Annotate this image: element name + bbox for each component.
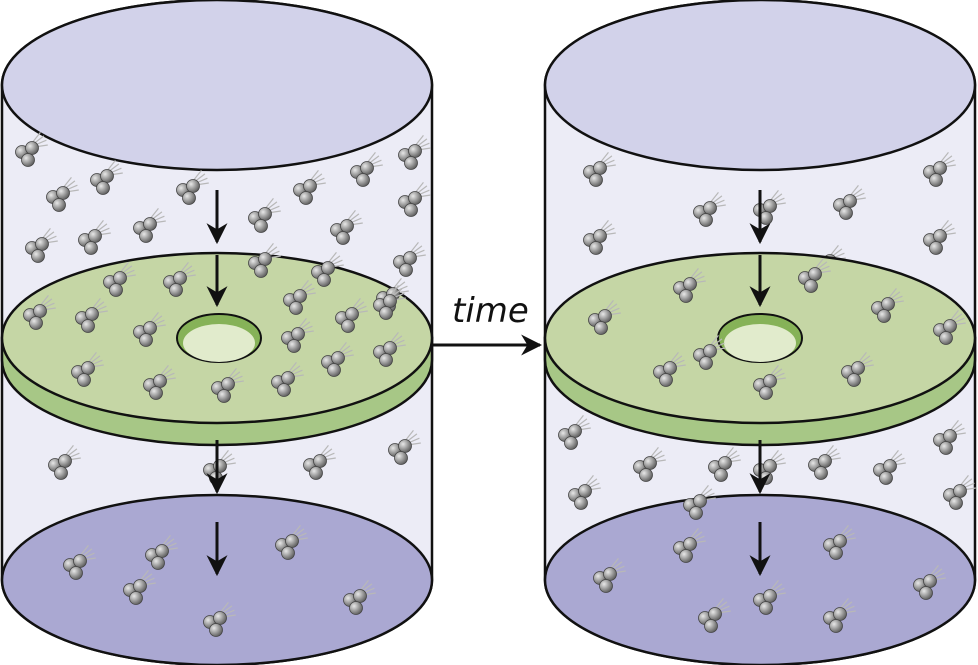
right-cylinder-bottom (543, 493, 977, 665)
molecule (693, 334, 726, 370)
left-cylinder-top (0, 0, 434, 172)
molecule (823, 524, 856, 560)
molecule (933, 419, 966, 455)
molecule (63, 544, 96, 580)
molecule (275, 524, 308, 560)
right-lower-molecules (558, 414, 976, 520)
molecule (588, 299, 621, 335)
molecule (913, 564, 946, 600)
molecule (593, 557, 626, 593)
molecule (823, 597, 856, 633)
molecule (343, 579, 376, 615)
time-label: time (452, 291, 529, 331)
molecule (133, 311, 166, 347)
molecule (248, 197, 281, 233)
molecule (123, 569, 156, 605)
molecule (271, 361, 304, 397)
left-bottom-molecules (63, 524, 376, 637)
molecule (558, 414, 591, 450)
molecule (90, 159, 123, 195)
time-transition: time (432, 291, 543, 356)
right-cylinder (543, 0, 977, 665)
molecule (103, 261, 136, 297)
molecule (335, 297, 368, 333)
molecule (933, 309, 966, 345)
molecule (46, 176, 79, 212)
molecule (281, 317, 314, 353)
molecule (841, 351, 874, 387)
molecule (698, 597, 731, 633)
left-cylinder-bottom (0, 493, 434, 665)
molecule (248, 242, 281, 278)
right-membrane-hole (724, 324, 796, 362)
molecule (388, 429, 421, 465)
molecule (293, 169, 326, 205)
molecule (753, 364, 786, 400)
molecule (211, 367, 244, 403)
molecule (873, 449, 906, 485)
molecule (808, 444, 841, 480)
molecule (48, 444, 81, 480)
molecule (633, 446, 666, 482)
molecule (321, 341, 354, 377)
molecule (75, 297, 108, 333)
right-bottom-molecules (593, 524, 946, 633)
molecule (398, 134, 431, 170)
molecule (78, 219, 111, 255)
molecule (798, 257, 831, 293)
molecule (330, 209, 363, 245)
molecule (398, 181, 431, 217)
left-membrane (0, 242, 434, 447)
molecule (673, 527, 706, 563)
molecule (943, 474, 976, 510)
molecule (145, 534, 178, 570)
molecule (350, 151, 383, 187)
molecule (583, 151, 616, 187)
molecule (25, 227, 58, 263)
molecule (583, 219, 616, 255)
molecule (176, 169, 209, 205)
molecule (373, 284, 406, 320)
molecule (833, 184, 866, 220)
molecule (653, 351, 686, 387)
molecule (15, 131, 48, 167)
molecule (71, 351, 104, 387)
molecule (871, 287, 904, 323)
molecule (143, 364, 176, 400)
right-membrane (543, 251, 977, 447)
molecule (203, 601, 236, 637)
left-upper-molecules (15, 131, 431, 277)
molecule (163, 261, 196, 297)
molecule (753, 579, 786, 615)
molecule (133, 207, 166, 243)
molecule (693, 191, 726, 227)
molecule (303, 444, 336, 480)
molecule (568, 474, 601, 510)
right-cylinder-top (543, 0, 977, 172)
molecule (708, 446, 741, 482)
molecule (311, 251, 344, 287)
right-membrane-molecules (588, 257, 966, 400)
molecule (23, 294, 56, 330)
molecule (683, 484, 716, 520)
molecule (673, 267, 706, 303)
molecule (393, 241, 426, 277)
left-membrane-molecules (23, 242, 409, 403)
molecule (373, 331, 406, 367)
molecule (923, 151, 956, 187)
molecule (923, 219, 956, 255)
molecule (283, 279, 316, 315)
left-cylinder (0, 0, 434, 665)
left-membrane-hole (183, 324, 255, 362)
